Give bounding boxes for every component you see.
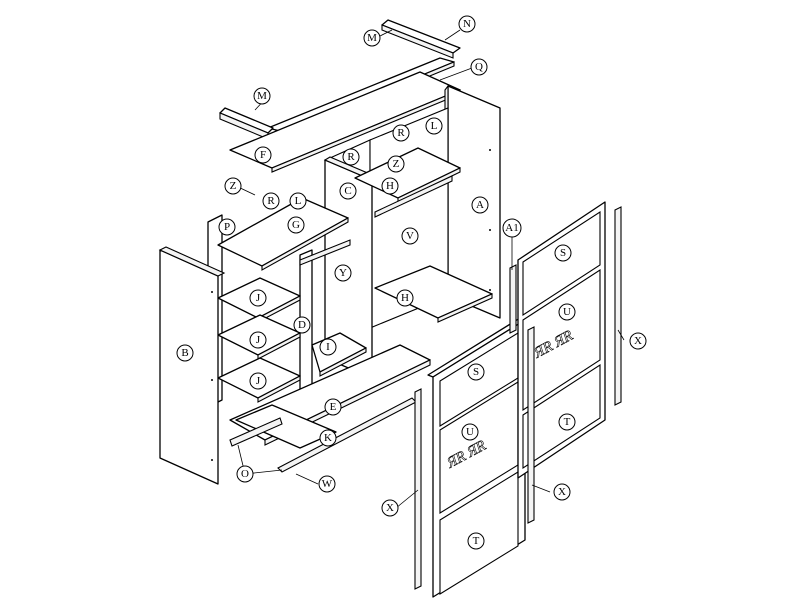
svg-text:L: L <box>295 195 302 207</box>
callout-r-center: R <box>342 148 360 166</box>
svg-text:U: U <box>563 306 571 318</box>
callout-k: K <box>319 429 337 447</box>
callout-a1: A1 <box>502 218 522 238</box>
callout-j-2: J <box>249 331 267 349</box>
svg-text:E: E <box>330 401 337 413</box>
callout-d: D <box>293 316 311 334</box>
svg-text:P: P <box>224 221 230 233</box>
svg-text:T: T <box>473 535 480 547</box>
callout-l-right: L <box>425 117 443 135</box>
callout-w: W <box>318 475 336 493</box>
svg-text:F: F <box>260 149 266 161</box>
part-v-hanging-rail <box>374 175 453 218</box>
part-x-middle-rail <box>527 326 535 524</box>
callout-z-right: Z <box>387 155 405 173</box>
callout-o: O <box>236 465 254 483</box>
svg-text:M: M <box>257 90 267 102</box>
part-h-bottom-shelf <box>374 265 493 323</box>
svg-text:S: S <box>560 247 566 259</box>
callout-r-left: R <box>262 192 280 210</box>
svg-text:Z: Z <box>230 180 237 192</box>
svg-text:L: L <box>431 120 438 132</box>
callout-t-right: T <box>558 413 576 431</box>
svg-text:B: B <box>181 347 188 359</box>
callout-m-top: M <box>363 29 381 47</box>
callout-b: B <box>176 344 194 362</box>
part-o-feet <box>229 417 283 447</box>
svg-text:R: R <box>397 127 405 139</box>
svg-text:M: M <box>367 32 377 44</box>
callout-y: Y <box>334 264 352 282</box>
svg-text:J: J <box>256 334 261 346</box>
svg-text:Q: Q <box>475 61 483 73</box>
svg-text:R: R <box>267 195 275 207</box>
callout-s-right: S <box>554 244 572 262</box>
part-b-left-side-panel <box>158 246 226 485</box>
svg-text:Y: Y <box>339 267 347 279</box>
svg-text:A: A <box>476 199 484 211</box>
callout-p: P <box>218 218 236 236</box>
svg-text:X: X <box>634 335 642 347</box>
callout-h-bottom: H <box>396 289 414 307</box>
svg-text:I: I <box>326 341 330 353</box>
callout-l-left: L <box>289 192 307 210</box>
svg-text:D: D <box>298 319 306 331</box>
callout-z-left: Z <box>224 177 242 195</box>
callout-s-left: S <box>467 363 485 381</box>
svg-text:J: J <box>256 375 261 387</box>
callout-j-1: J <box>249 289 267 307</box>
part-k-shelf <box>235 404 337 449</box>
callout-m: M <box>253 87 271 105</box>
callout-v: V <box>401 227 419 245</box>
svg-text:U: U <box>466 426 474 438</box>
svg-text:Z: Z <box>393 158 400 170</box>
part-m-front-rail <box>219 107 274 140</box>
part-a1-rail <box>509 264 517 334</box>
part-n-top-rail <box>381 19 461 59</box>
callout-x-middle: X <box>553 483 571 501</box>
svg-text:N: N <box>463 18 471 30</box>
callout-u-left: U <box>461 423 479 441</box>
svg-text:S: S <box>473 366 479 378</box>
part-x-left-rail <box>414 388 422 590</box>
svg-text:R: R <box>347 151 355 163</box>
part-left-door: ЯR ЯR <box>427 317 526 598</box>
svg-text:X: X <box>558 486 566 498</box>
svg-text:G: G <box>292 219 300 231</box>
callout-i: I <box>319 338 337 356</box>
svg-text:H: H <box>401 292 409 304</box>
svg-text:W: W <box>322 478 333 490</box>
svg-text:K: K <box>324 432 332 444</box>
svg-text:O: O <box>241 468 249 480</box>
callout-f: F <box>254 146 272 164</box>
callout-x-right: X <box>629 332 647 350</box>
part-x-right-rail <box>614 206 622 406</box>
svg-text:V: V <box>406 230 414 242</box>
callout-t-left: T <box>467 532 485 550</box>
svg-text:T: T <box>564 416 571 428</box>
callout-x-left: X <box>381 499 399 517</box>
callout-n: N <box>458 15 476 33</box>
svg-text:A1: A1 <box>505 222 518 234</box>
callout-c: C <box>339 182 357 200</box>
callout-r-right: R <box>392 124 410 142</box>
svg-text:J: J <box>256 292 261 304</box>
callout-a: A <box>471 196 489 214</box>
callout-j-3: J <box>249 372 267 390</box>
callout-h-top: H <box>381 177 399 195</box>
part-g-shelf <box>217 197 349 271</box>
callout-q: Q <box>470 58 488 76</box>
svg-text:C: C <box>344 185 351 197</box>
callout-e: E <box>324 398 342 416</box>
callout-u-right: U <box>558 303 576 321</box>
svg-text:H: H <box>386 180 394 192</box>
callout-g: G <box>287 216 305 234</box>
svg-text:X: X <box>386 502 394 514</box>
part-y-rail <box>299 239 351 266</box>
